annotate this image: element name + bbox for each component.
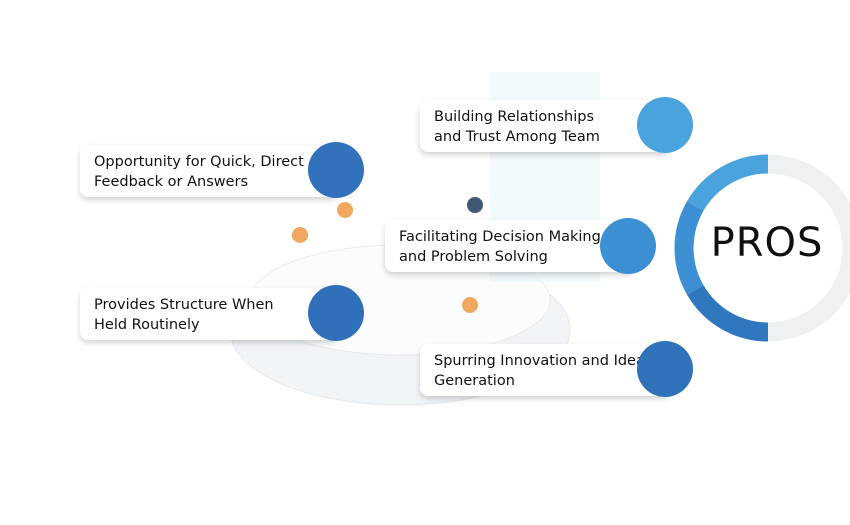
pro-text-line2: and Trust Among Team — [434, 129, 600, 145]
pro-bullet-circle — [600, 218, 656, 274]
ring-segment-middle — [674, 201, 704, 295]
pro-card-structure: Provides Structure When Held Routinely — [80, 288, 338, 340]
pro-text-line1: Spurring Innovation and Idea — [434, 353, 645, 369]
pro-text-line2: Held Routinely — [94, 317, 200, 333]
pro-bullet-circle — [637, 341, 693, 397]
pro-text-line1: Facilitating Decision Making — [399, 229, 601, 245]
pro-text-line2: Feedback or Answers — [94, 174, 249, 190]
pro-card-quick-feedback: Opportunity for Quick, Direct Feedback o… — [80, 145, 338, 197]
ring-segment-top — [687, 154, 769, 212]
pro-bullet-circle — [637, 97, 693, 153]
pros-ring — [674, 154, 850, 342]
ring-segment-bottom — [687, 284, 769, 342]
pro-text-line1: Opportunity for Quick, Direct — [94, 154, 304, 170]
pro-text-line1: Building Relationships — [434, 109, 594, 125]
pro-text-line2: Generation — [434, 373, 515, 389]
pro-text-line2: and Problem Solving — [399, 249, 548, 265]
pro-card-innovation: Spurring Innovation and Idea Generation — [420, 344, 670, 396]
pro-text-line1: Provides Structure When — [94, 297, 274, 313]
pro-bullet-circle — [308, 142, 364, 198]
pro-card-decision-making: Facilitating Decision Making and Problem… — [385, 220, 635, 272]
pros-title: PROS — [710, 220, 824, 266]
pro-card-building-relationships: Building Relationships and Trust Among T… — [420, 100, 670, 152]
pro-bullet-circle — [308, 285, 364, 341]
